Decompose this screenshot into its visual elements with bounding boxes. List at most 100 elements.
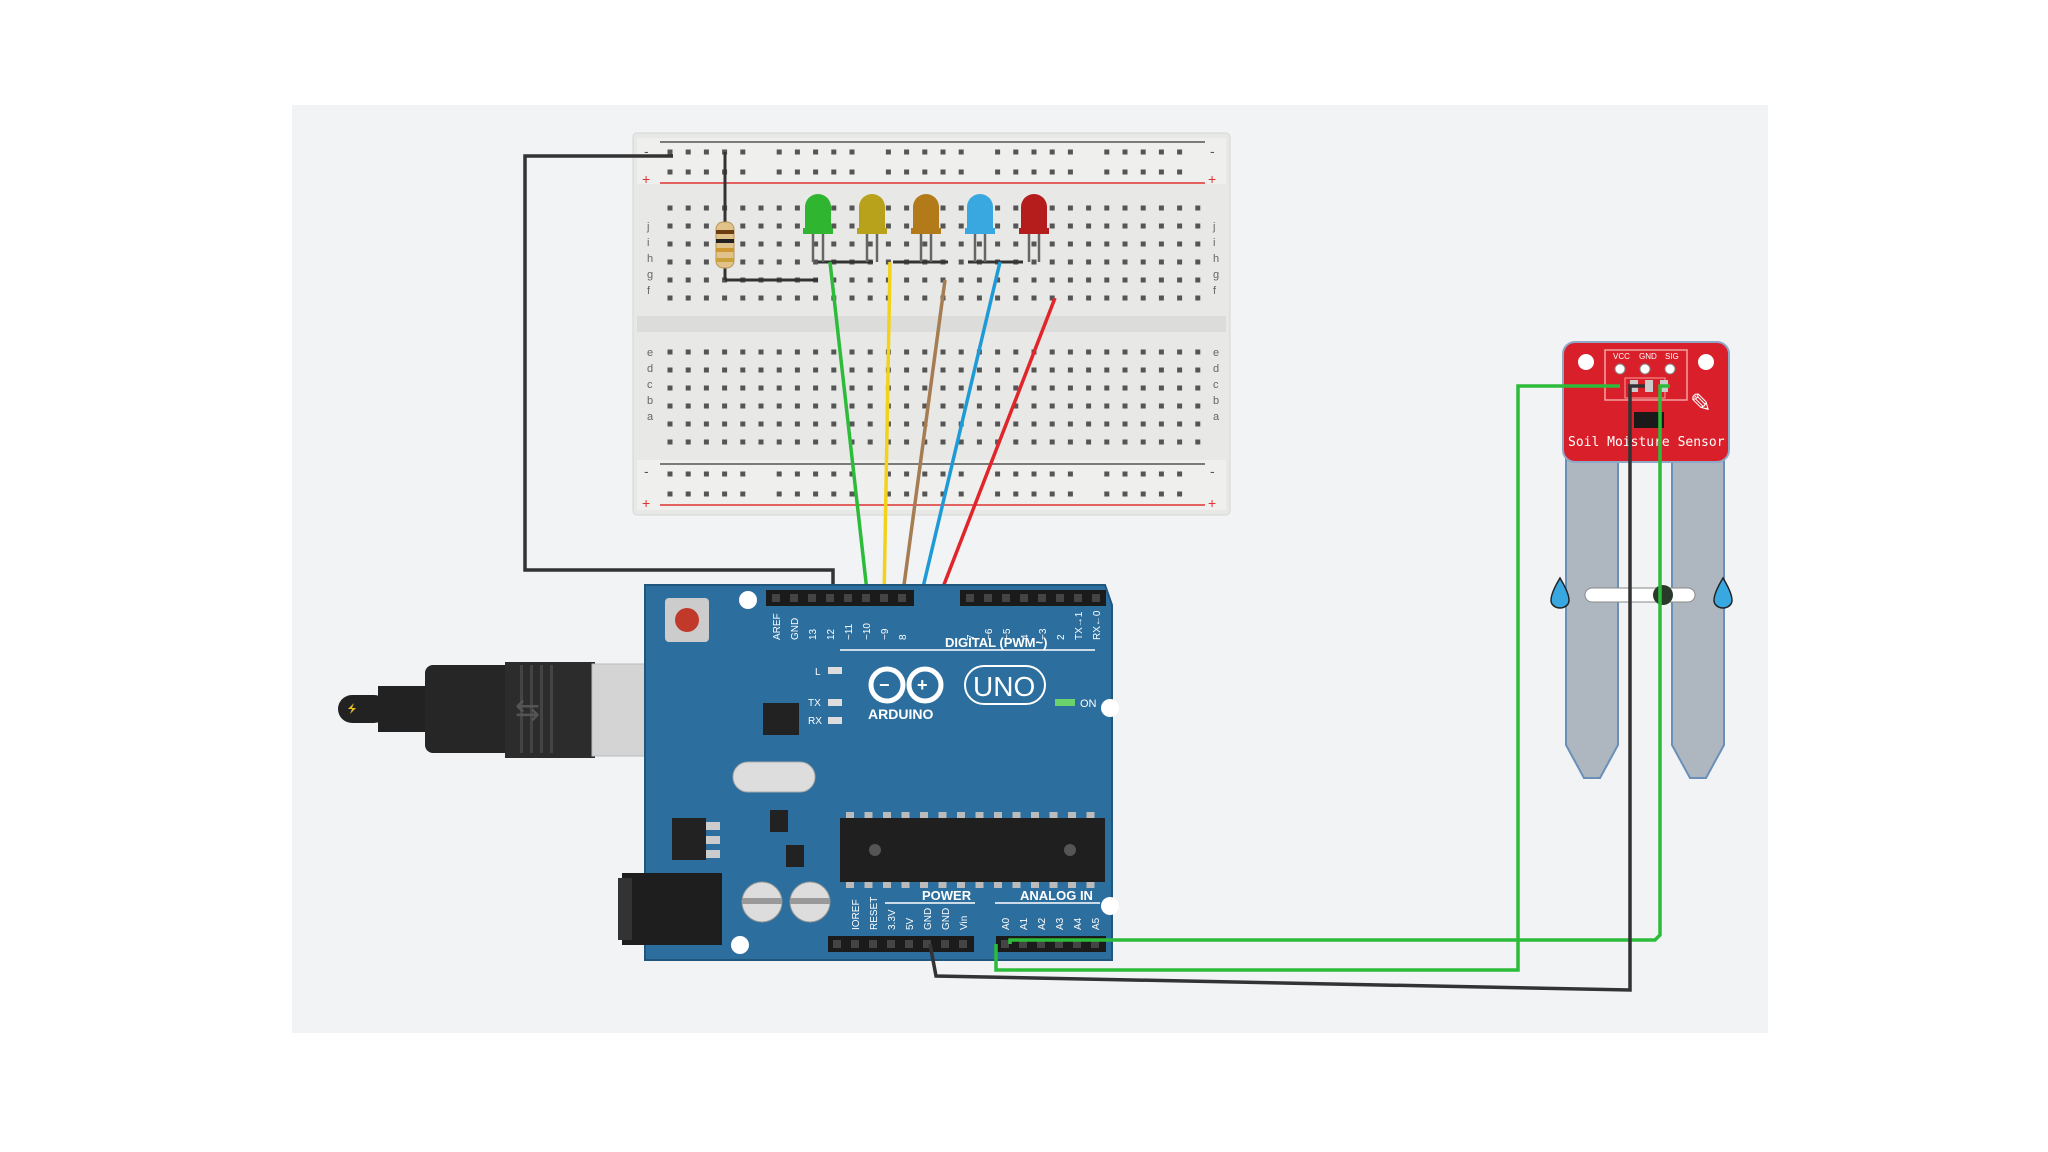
pin-label: RESET <box>869 897 880 930</box>
rail-plus-label-top-right: + <box>1208 171 1216 187</box>
wire-green-sensor-sig[interactable] <box>1008 384 1670 944</box>
top-power-rail <box>637 138 1226 184</box>
sensor-pin-vcc: VCC <box>1613 352 1630 361</box>
pin-label: A1 <box>1019 917 1030 930</box>
led-blue[interactable] <box>965 194 995 262</box>
row-letter: h <box>1213 253 1219 265</box>
row-letter: f <box>1213 285 1217 297</box>
row-letter: a <box>647 411 654 423</box>
crystal-oscillator <box>732 761 816 793</box>
row-letter: e <box>1213 347 1219 359</box>
led-orange[interactable] <box>911 194 941 262</box>
row-letter: c <box>647 379 653 391</box>
row-letter: e <box>647 347 653 359</box>
led-green[interactable] <box>803 194 833 262</box>
l-led <box>828 667 842 674</box>
moisture-slider-thumb[interactable] <box>1653 585 1673 605</box>
arduino-brand-label: ARDUINO <box>868 706 933 722</box>
pin-label: ~10 <box>862 623 873 640</box>
analog-in-label: ANALOG IN <box>1020 888 1093 903</box>
wire-green-pin12[interactable] <box>828 261 870 601</box>
pin-label: TX→1 <box>1074 611 1085 640</box>
pin-label: Vin <box>959 916 970 930</box>
minus-glyph: − <box>879 675 890 695</box>
pin-label: AREF <box>772 613 783 640</box>
resistor[interactable] <box>715 152 735 280</box>
rail-minus-label-top-right: - <box>1210 143 1215 159</box>
wire-yellow-pin11[interactable] <box>882 261 892 601</box>
soil-moisture-sensor[interactable]: VCC GND SIG ✎ Soil Moisture Sensor <box>1550 341 1733 779</box>
pin-label: A0 <box>1001 917 1012 930</box>
sensor-pin-gnd: GND <box>1639 352 1657 361</box>
mounting-hole <box>739 591 757 609</box>
rx-led-label: RX <box>808 716 822 727</box>
power-label: POWER <box>922 888 972 903</box>
water-drop-icon-right <box>1713 576 1733 609</box>
digital-header-left <box>766 590 914 606</box>
usb-icon: ⇆ <box>515 694 540 727</box>
center-channel <box>637 316 1226 332</box>
pin-label: 5V <box>905 917 916 930</box>
pin-label: 7 <box>966 634 977 640</box>
tx-led-label: TX <box>808 698 821 709</box>
rail-holes-bottom <box>667 471 1183 497</box>
rail-plus-label-bottom-right: + <box>1208 495 1216 511</box>
moisture-slider-track[interactable] <box>1584 587 1696 603</box>
mounting-hole <box>731 936 749 954</box>
wire-blue-pin9[interactable] <box>918 261 1002 601</box>
pin-label: A2 <box>1037 917 1048 930</box>
wire-brown-pin10[interactable] <box>900 279 947 601</box>
digital-header-right <box>960 590 1106 606</box>
rail-plus-label-top-left: + <box>642 171 650 187</box>
bottom-power-rail <box>637 460 1226 510</box>
row-letter: d <box>1213 363 1219 375</box>
wire-black-gnd-breadboard[interactable] <box>523 154 835 600</box>
sensor-label: Soil Moisture Sensor <box>1568 435 1725 450</box>
led-yellow[interactable] <box>857 194 887 262</box>
led-group <box>803 194 1049 262</box>
dc-power-jack <box>622 873 722 945</box>
pin-label: ~3 <box>1038 628 1049 640</box>
on-led <box>1055 699 1075 706</box>
pin-label: 8 <box>898 634 909 640</box>
arduino-infinity-logo <box>868 666 944 704</box>
pin-label: ~11 <box>844 623 855 640</box>
reset-button[interactable] <box>665 598 709 642</box>
uno-model-label: UNO <box>973 671 1035 702</box>
pin-label: A5 <box>1091 917 1102 930</box>
mounting-hole <box>1101 897 1119 915</box>
row-letter: g <box>647 269 653 281</box>
sparkfun-flame-icon: ✎ <box>1690 388 1712 418</box>
pin-label: ~9 <box>880 628 891 640</box>
pin-label: 12 <box>826 628 837 640</box>
pin-label: IOREF <box>851 899 862 930</box>
row-letter: i <box>1213 237 1215 249</box>
row-letter: b <box>1213 395 1219 407</box>
wire-green-sensor-vcc[interactable] <box>994 384 1620 972</box>
mounting-hole <box>1101 699 1119 717</box>
power-header <box>828 936 974 952</box>
rail-plus-label-bottom-left: + <box>642 495 650 511</box>
row-letter: f <box>647 285 651 297</box>
atmega-microcontroller <box>840 812 1105 888</box>
pin-label: 2 <box>1056 634 1067 640</box>
water-drop-icon-left <box>1550 576 1570 609</box>
row-letter: j <box>1212 221 1215 233</box>
pin-label: ~5 <box>1002 628 1013 640</box>
pin-label: GND <box>941 908 952 930</box>
wire-black-sensor-gnd[interactable] <box>928 384 1645 992</box>
pin-label: GND <box>923 908 934 930</box>
pin-label: ~6 <box>984 628 995 640</box>
row-letter: a <box>1213 411 1220 423</box>
row-letter: b <box>647 395 653 407</box>
wire-red-pin8[interactable] <box>936 297 1057 601</box>
on-label: ON <box>1080 698 1097 710</box>
led-red[interactable] <box>1019 194 1049 262</box>
pin-label: 13 <box>808 628 819 640</box>
